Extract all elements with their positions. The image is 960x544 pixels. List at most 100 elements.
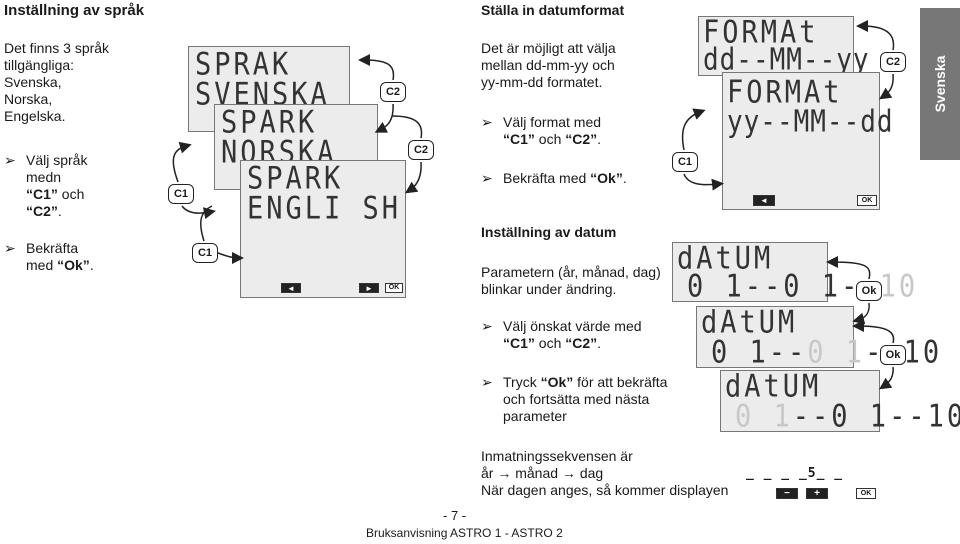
lcd-line: SPARK [247,161,344,197]
c2-ref: “C2” [26,203,58,219]
c2-button[interactable]: C2 [880,52,906,72]
format-step-select: ➢Välj format med “C1” och “C2”. [481,114,601,148]
ok-indicator: OK [385,283,403,293]
month-digits: 0 1 [807,335,866,371]
c1-button[interactable]: C1 [672,152,698,172]
lcd-format-ddmmyy: FORMAt dd--MM--yy [698,15,869,78]
step-text: och [534,131,566,147]
lcd-format-yymmdd: FORMAt yy--MM--dd ◄ OK [722,72,893,210]
step-text: Bekräfta med [503,170,591,186]
side-tab-label: Svenska [932,55,948,113]
lcd-line: SPRAK [195,47,292,83]
lcd-language-english: SPARK ENGLI SH ◄ ► OK [240,160,406,298]
day-digits: 10 [903,335,943,371]
c1-ref: “C1” [503,335,535,351]
date-param-text: Parametern (år, månad, dag) blinkar unde… [481,264,661,298]
date-step-select: ➢Välj önskat värde med “C1” och “C2”. [481,318,642,352]
arrow-bullet-icon: ➢ [4,152,16,168]
ok-button[interactable]: Ok [856,281,882,301]
c2-ref: “C2” [565,131,598,147]
language-step-select: ➢Välj språk medn “C1” och “C2”. [4,152,87,220]
ok-ref: “Ok” [590,170,623,186]
year-digits: 0 1 [687,269,745,305]
step-text: och [57,186,85,202]
manual-title: Bruksanvisning ASTRO 1 - ASTRO 2 [366,526,563,540]
lcd-line: FORMAt [727,75,843,111]
intro-line: Engelska. [4,108,66,124]
step-text: med [26,257,58,273]
left-arrow-icon: ◄ [281,283,301,293]
intro-line: Svenska, [4,74,62,90]
step-text: Tryck [503,374,541,390]
step-text: . [622,170,627,186]
lcd-date-day-blinking: dAtUM 0 1--0 1--10 [672,241,915,305]
sequence-line: Inmatningssekvensen är [481,448,633,464]
small-display-value: _ _ _ _5_ _ [746,466,844,481]
lcd-line: SPARK [221,105,318,141]
format-intro: Det är möjligt att välja mellan dd-mm-yy… [481,40,616,91]
step-text: . [597,335,602,351]
ok-ref: “Ok” [57,257,90,273]
right-arrow-icon: ► [359,283,379,293]
lcd-date-value: 0 1--0 1--10 [735,399,960,435]
step-text: Bekräfta [26,240,79,256]
separator: -- [792,399,832,435]
date-step-confirm: ➢Tryck “Ok” för att bekräfta och fortsät… [481,374,667,425]
lcd-date-value: 0 1--0 1--10 [687,269,918,305]
step-text: för att bekräfta [573,374,668,390]
ok-indicator: OK [856,488,876,499]
language-intro: Det finns 3 språk tillgängliga: Svenska,… [4,40,109,125]
language-heading: Inställning av språk [4,2,145,19]
step-text: Välj språk [26,152,88,168]
month-digits: 0 1 [831,399,890,435]
lcd-line: ENGLI SH [247,191,402,227]
intro-line: yy-mm-dd formatet. [481,74,603,90]
ok-indicator: OK [857,195,877,206]
ok-button[interactable]: Ok [880,345,906,365]
language-side-tab: Svenska [920,8,960,160]
separator: -- [768,335,808,371]
plus-button[interactable]: + [806,488,828,499]
arrow-bullet-icon: ➢ [4,240,16,256]
step-text: . [89,257,94,273]
step-text: och fortsätta med nästa [503,391,650,407]
c2-ref: “C2” [565,335,598,351]
sequence-text: Inmatningssekvensen är år → månad → dag … [481,448,728,499]
intro-line: tillgängliga: [4,57,75,73]
separator: -- [744,269,784,305]
separator: -- [889,399,928,435]
param-line: Parametern (år, månad, dag) [481,264,661,280]
arrow-bullet-icon: ➢ [481,318,493,334]
intro-line: mellan dd-mm-yy och [481,57,615,73]
lcd-date-value: 0 1--0 1--10 [711,335,942,371]
minus-button[interactable]: − [776,488,798,499]
step-text: Välj önskat värde med [503,318,642,334]
arrow-bullet-icon: ➢ [481,170,493,186]
c1-button[interactable]: C1 [168,184,194,204]
step-text: medn [26,169,62,185]
month-digits: 0 1 [783,269,842,305]
lcd-line: FORMAt [703,15,819,51]
page-number: - 7 - [443,508,467,523]
lcd-line: yy--MM--dd [727,105,894,140]
day-digits: 10 [927,399,960,435]
language-step-confirm: ➢ Bekräfta med “Ok”. [4,240,94,274]
intro-line: Norska, [4,91,53,107]
day-digits: 10 [879,269,919,305]
c2-button[interactable]: C2 [408,140,434,160]
c1-ref: “C1” [503,131,535,147]
step-text: parameter [503,408,567,424]
year-digits: 0 1 [735,399,793,435]
lcd-line: dAtUM [677,241,774,277]
year-digits: 0 1 [711,335,769,371]
param-line: blinkar under ändring. [481,281,617,297]
c1-button[interactable]: C1 [192,243,218,263]
date-heading: Inställning av datum [481,224,617,240]
sequence-line: år → månad → dag [481,465,604,481]
step-text: Välj format med [503,114,602,130]
c1-ref: “C1” [26,186,58,202]
lcd-date-month-blinking: dAtUM 0 1--0 1--10 [696,305,939,371]
lcd-line: dAtUM [701,305,798,341]
format-step-confirm: ➢ Bekräfta med “Ok”. [481,170,627,187]
c2-button[interactable]: C2 [380,82,406,102]
